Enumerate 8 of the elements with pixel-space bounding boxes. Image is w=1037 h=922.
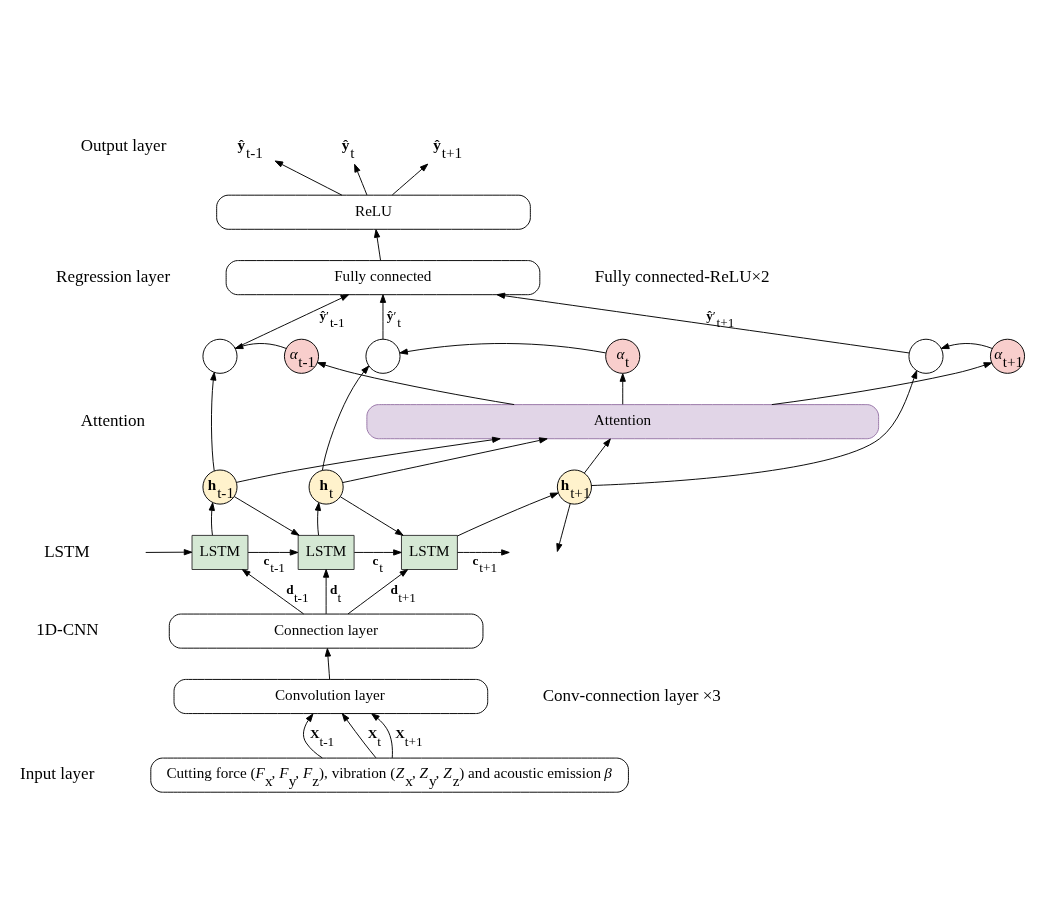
label: Conv-connection layer ×3 — [542, 685, 721, 705]
label: Input layer — [20, 764, 95, 784]
label: Regression layer — [56, 266, 171, 286]
label: LSTM — [44, 541, 90, 561]
label: Output layer — [80, 136, 167, 156]
label: 1D-CNN — [36, 620, 99, 640]
label: Attention — [80, 410, 146, 430]
label: Fully connected-ReLU×2 — [594, 266, 770, 286]
